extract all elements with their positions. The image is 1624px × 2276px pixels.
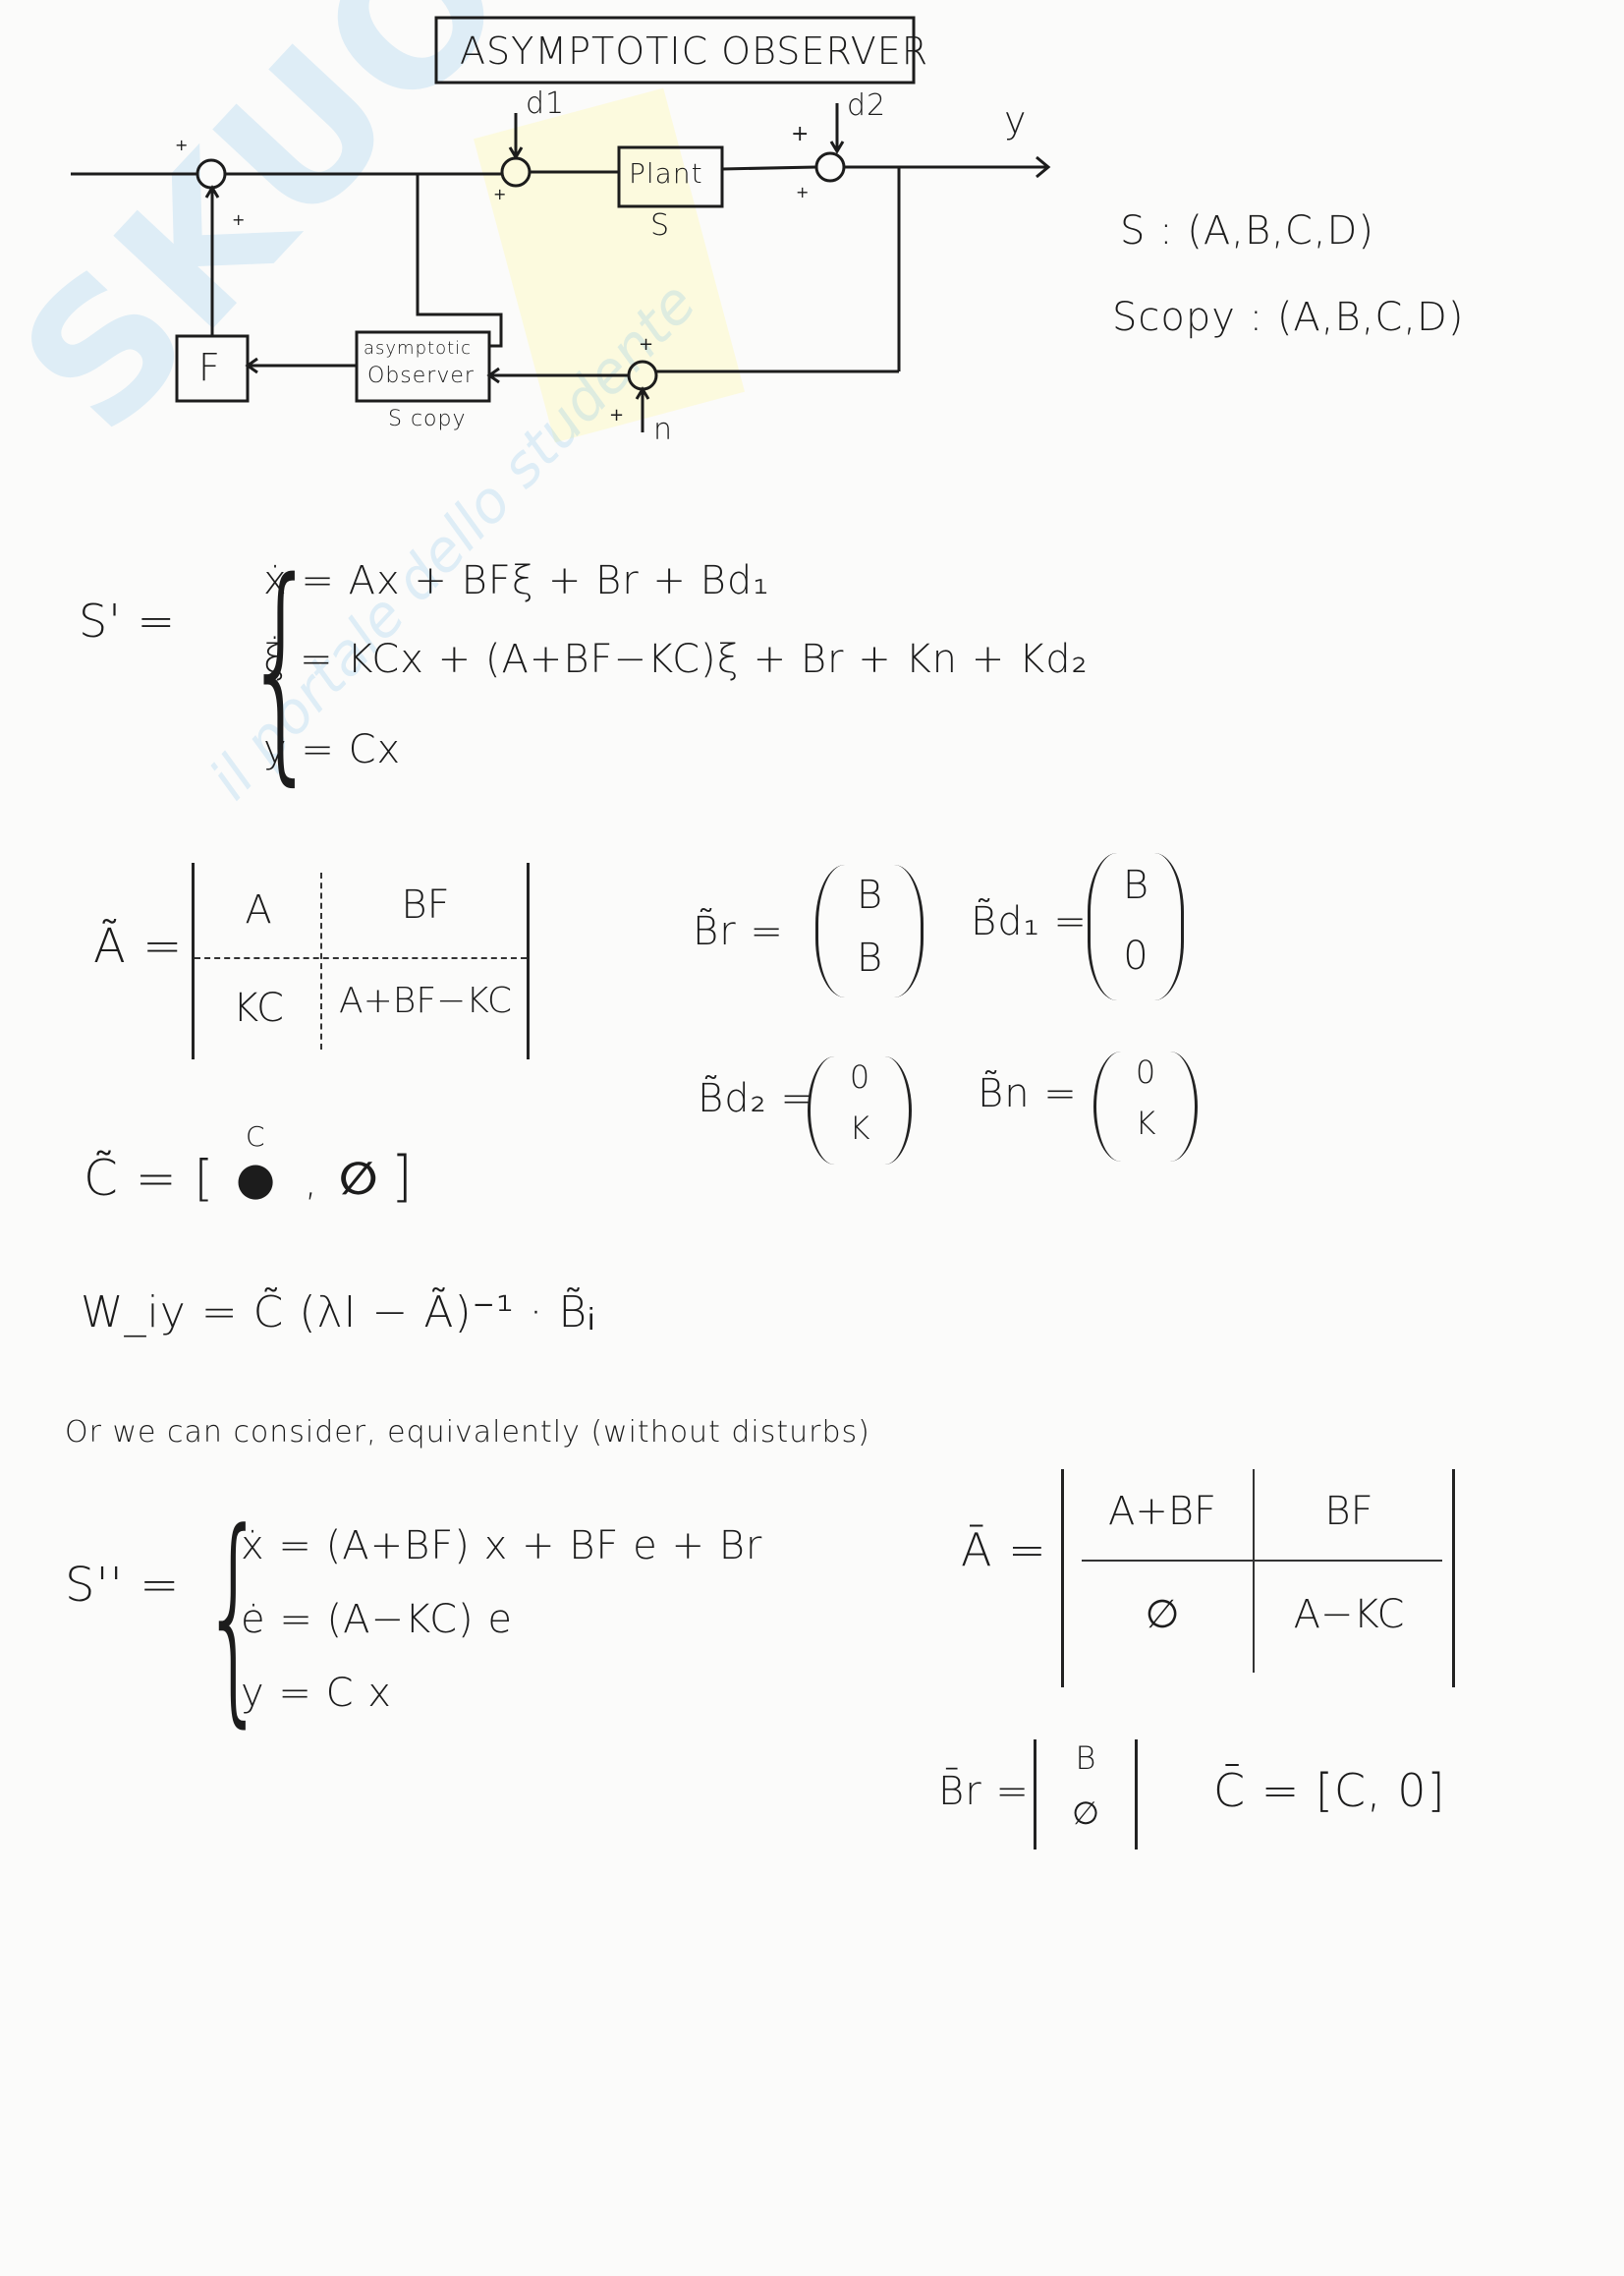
- plus-sign: +: [791, 122, 810, 146]
- matrix-cell: BF: [1324, 1489, 1373, 1534]
- gain-f-label: F: [198, 346, 221, 389]
- block-diagram: [71, 16, 1051, 432]
- vector-cell: ∅: [1072, 1794, 1099, 1832]
- summing-junction-4: [627, 360, 658, 391]
- b-bar-vector: B ∅: [1034, 1739, 1138, 1849]
- b-tilde-d1-vector: B 0: [1088, 853, 1184, 1000]
- observer-system-label: S copy: [388, 407, 467, 431]
- b-tilde-r-vector: B B: [815, 865, 924, 997]
- system-brace: {: [244, 531, 319, 806]
- scribbled-entry: ●: [236, 1152, 276, 1205]
- summing-junction-2: [500, 156, 532, 188]
- vector-cell: B: [856, 936, 883, 981]
- diagram-title: ASYMPTOTIC OBSERVER: [460, 29, 929, 73]
- system-scopy-definition: Scopy : (A,B,C,D): [1112, 295, 1465, 340]
- c-bar-definition: C̄ = [C, 0]: [1213, 1764, 1446, 1817]
- matrix-cell: BF: [401, 882, 450, 928]
- c-tilde-annotation: C: [246, 1120, 266, 1153]
- plus-sign: +: [639, 334, 654, 355]
- vector-cell: 0: [1135, 1053, 1156, 1091]
- matrix-cell: A+BF−KC: [338, 981, 512, 1021]
- plus-sign: +: [175, 136, 189, 154]
- b-tilde-n-label: B̃n =: [978, 1071, 1078, 1116]
- plant-box: [617, 145, 724, 208]
- vector-cell: K: [1135, 1105, 1156, 1142]
- observer-label-1: asymptotic: [364, 338, 473, 359]
- equation-line: y = C x: [241, 1671, 392, 1716]
- matrix-cell: KC: [233, 986, 284, 1031]
- vector-cell: B: [856, 873, 883, 918]
- matrix-cell: A+BF: [1107, 1489, 1217, 1534]
- vector-cell: B: [1075, 1739, 1096, 1777]
- c-tilde-close: ]: [391, 1145, 414, 1209]
- system-s-definition: S : (A,B,C,D): [1120, 208, 1374, 254]
- d1-label: d1: [526, 86, 566, 121]
- vector-cell: 0: [1123, 934, 1148, 979]
- summing-junction-3: [814, 151, 846, 183]
- plant-label: Plant: [629, 157, 703, 190]
- plant-system-label: S: [650, 208, 671, 243]
- system-brace: {: [201, 1485, 267, 1747]
- transfer-function-formula: W_iy = C̃ (λI − Ã)⁻¹ · B̃ᵢ: [81, 1287, 596, 1337]
- b-tilde-n-vector: 0 K: [1093, 1052, 1198, 1162]
- s-double-prime-label: S'' =: [65, 1558, 181, 1613]
- vector-cell: 0: [849, 1058, 870, 1096]
- a-tilde-label: Ã =: [93, 919, 184, 974]
- s-prime-label: S' =: [79, 595, 177, 648]
- b-bar-label: B̄r =: [938, 1769, 1030, 1814]
- equation-line: ẋ = (A+BF) x + BF e + Br: [241, 1523, 763, 1568]
- plus-sign: +: [796, 183, 810, 201]
- plus-sign: +: [493, 185, 507, 203]
- plus-sign: +: [609, 405, 625, 426]
- observer-label-2: Observer: [367, 364, 475, 388]
- title-box: [434, 16, 916, 85]
- a-bar-matrix: A+BF BF ∅ A−KC: [1061, 1469, 1455, 1687]
- b-tilde-d2-vector: 0 K: [808, 1056, 912, 1165]
- matrix-cell: A: [245, 887, 272, 933]
- vector-cell: K: [849, 1110, 870, 1147]
- equivalence-note: Or we can consider, equivalently (withou…: [65, 1415, 870, 1450]
- d2-label: d2: [847, 88, 887, 123]
- equation-line: ξ̇ = KCx + (A+BF−KC)ξ + Br + Kn + Kd₂: [263, 637, 1089, 682]
- noise-label: n: [653, 413, 674, 447]
- c-tilde-label: C̃ = [: [84, 1150, 215, 1207]
- matrix-cell: ∅: [1145, 1592, 1180, 1637]
- b-tilde-d2-label: B̃d₂ =: [698, 1076, 814, 1121]
- a-bar-label: Ā =: [961, 1523, 1047, 1576]
- equation-line: y = Cx: [263, 727, 402, 772]
- b-tilde-r-label: B̃r =: [693, 909, 784, 954]
- matrix-cell: A−KC: [1293, 1592, 1405, 1637]
- equation-line: ė = (A−KC) e: [241, 1597, 513, 1642]
- a-tilde-matrix: A BF KC A+BF−KC: [192, 863, 530, 1059]
- plus-sign: +: [232, 210, 246, 229]
- b-tilde-d1-label: B̃d₁ =: [971, 899, 1088, 944]
- zero-entry: ∅: [339, 1152, 378, 1205]
- output-label: y: [1004, 98, 1028, 142]
- separator: ,: [305, 1160, 318, 1205]
- equation-line: ẋ = Ax + BFξ + Br + Bd₁: [263, 558, 770, 603]
- summing-junction-1: [196, 158, 227, 190]
- vector-cell: B: [1122, 863, 1149, 908]
